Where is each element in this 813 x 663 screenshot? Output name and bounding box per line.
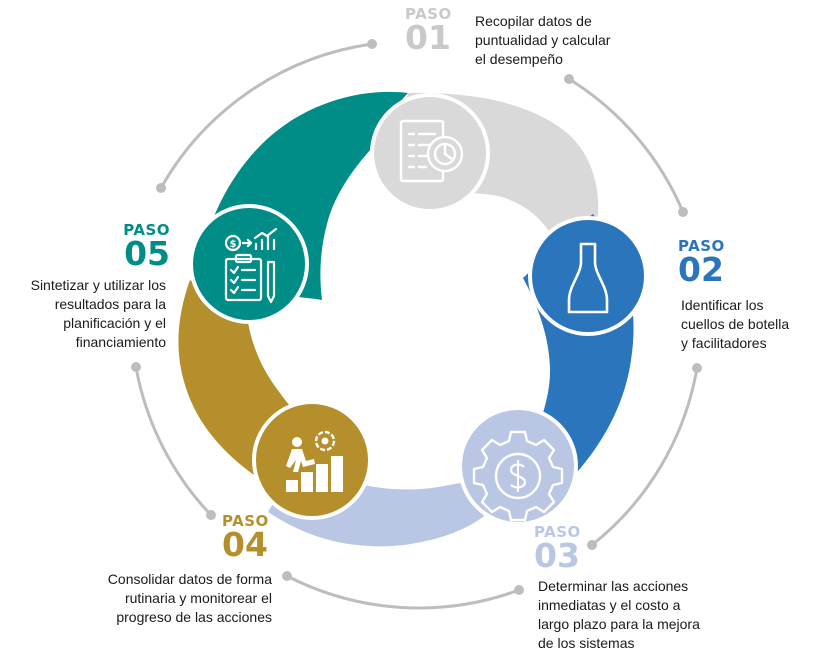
connector-dot [564, 74, 574, 84]
step-3-label: PASO 03 [534, 524, 581, 572]
svg-text:$: $ [230, 239, 237, 250]
connector-dot [282, 571, 292, 581]
step-3-paso: PASO [534, 523, 581, 541]
step-1-description: Recopilar datos de puntualidad y calcula… [475, 13, 611, 67]
step-1-label: PASO 01 [405, 6, 452, 54]
step-3-node [458, 406, 578, 526]
step-2-paso: PASO [678, 237, 725, 255]
step-4-number: 04 [222, 525, 268, 564]
step-5-description: Sintetizar y utilizar los resultados par… [30, 277, 166, 350]
connector-dot [587, 540, 597, 550]
connector-arc-2-3 [590, 366, 699, 547]
step-4-description: Consolidar datos de forma rutinaria y mo… [107, 571, 272, 625]
connector-arc-1-2 [567, 77, 685, 214]
connector-dot [514, 585, 524, 595]
step-2-label: PASO 02 [678, 238, 725, 286]
connector-arcs [134, 42, 699, 610]
connector-arc-3-4 [285, 574, 521, 610]
connector-dot [206, 510, 216, 520]
step-4-node [252, 400, 372, 520]
step-1-number: 01 [405, 18, 451, 57]
step-4-paso: PASO [222, 512, 269, 530]
connector-arc-5-1 [159, 42, 374, 190]
stairs-progress-icon [286, 430, 343, 492]
connector-dot [367, 39, 377, 49]
step-3-number: 03 [534, 536, 580, 575]
step-3-description: Determinar las acciones inmediatas y el … [538, 578, 700, 651]
step-4-label: PASO 04 [222, 513, 269, 561]
connector-dot [131, 362, 141, 372]
step-5-paso: PASO [123, 221, 170, 239]
step-5-label: PASO 05 [123, 222, 170, 270]
step-5-number: 05 [124, 234, 170, 273]
connector-arc-4-5 [134, 365, 213, 517]
gear-cost-icon [472, 430, 564, 522]
step-2-node [528, 216, 648, 336]
step-2-number: 02 [678, 250, 724, 289]
step-1-paso: PASO [405, 5, 452, 23]
connector-dot [156, 183, 166, 193]
planning-finance-icon: $ [224, 227, 278, 304]
connector-dot [678, 207, 688, 217]
step-1-node [370, 93, 490, 213]
connector-dots [131, 39, 702, 595]
connector-dot [692, 363, 702, 373]
bottle-icon [567, 242, 609, 314]
clipboard-chart-icon [399, 119, 464, 183]
step-5-node: $ [189, 204, 309, 324]
step-2-description: Identificar los cuellos de botella y fac… [681, 297, 790, 351]
